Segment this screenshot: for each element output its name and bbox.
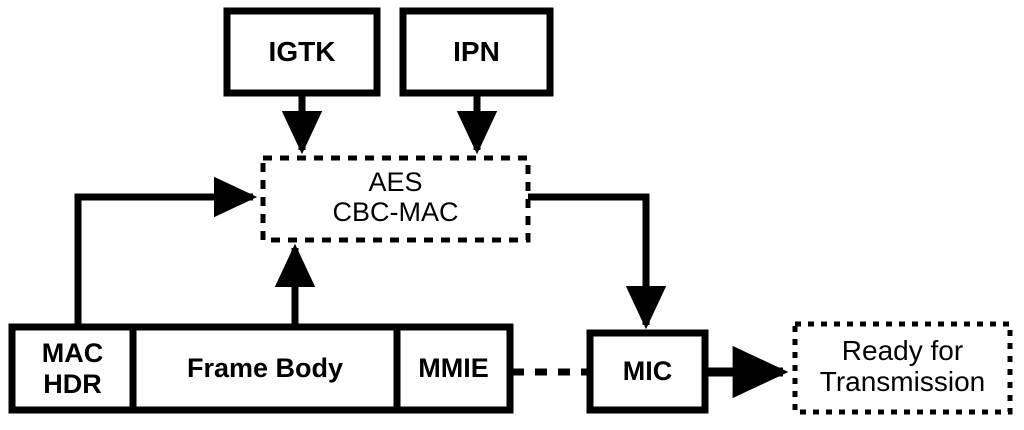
edge-mac-hdr-to-aes xyxy=(74,176,258,327)
node-box-ready-for-transmission[interactable] xyxy=(792,321,1013,415)
node-box-frame-body[interactable] xyxy=(129,323,401,414)
edge-aes-to-mic xyxy=(528,193,667,330)
node-box-mmie[interactable] xyxy=(393,323,514,414)
node-box-igtk[interactable] xyxy=(223,7,381,97)
node-box-aes-cbc-mac[interactable] xyxy=(260,155,531,243)
node-box-mic[interactable] xyxy=(586,329,709,414)
node-box-mac-hdr[interactable] xyxy=(8,323,137,414)
node-box-ipn[interactable] xyxy=(399,7,554,97)
